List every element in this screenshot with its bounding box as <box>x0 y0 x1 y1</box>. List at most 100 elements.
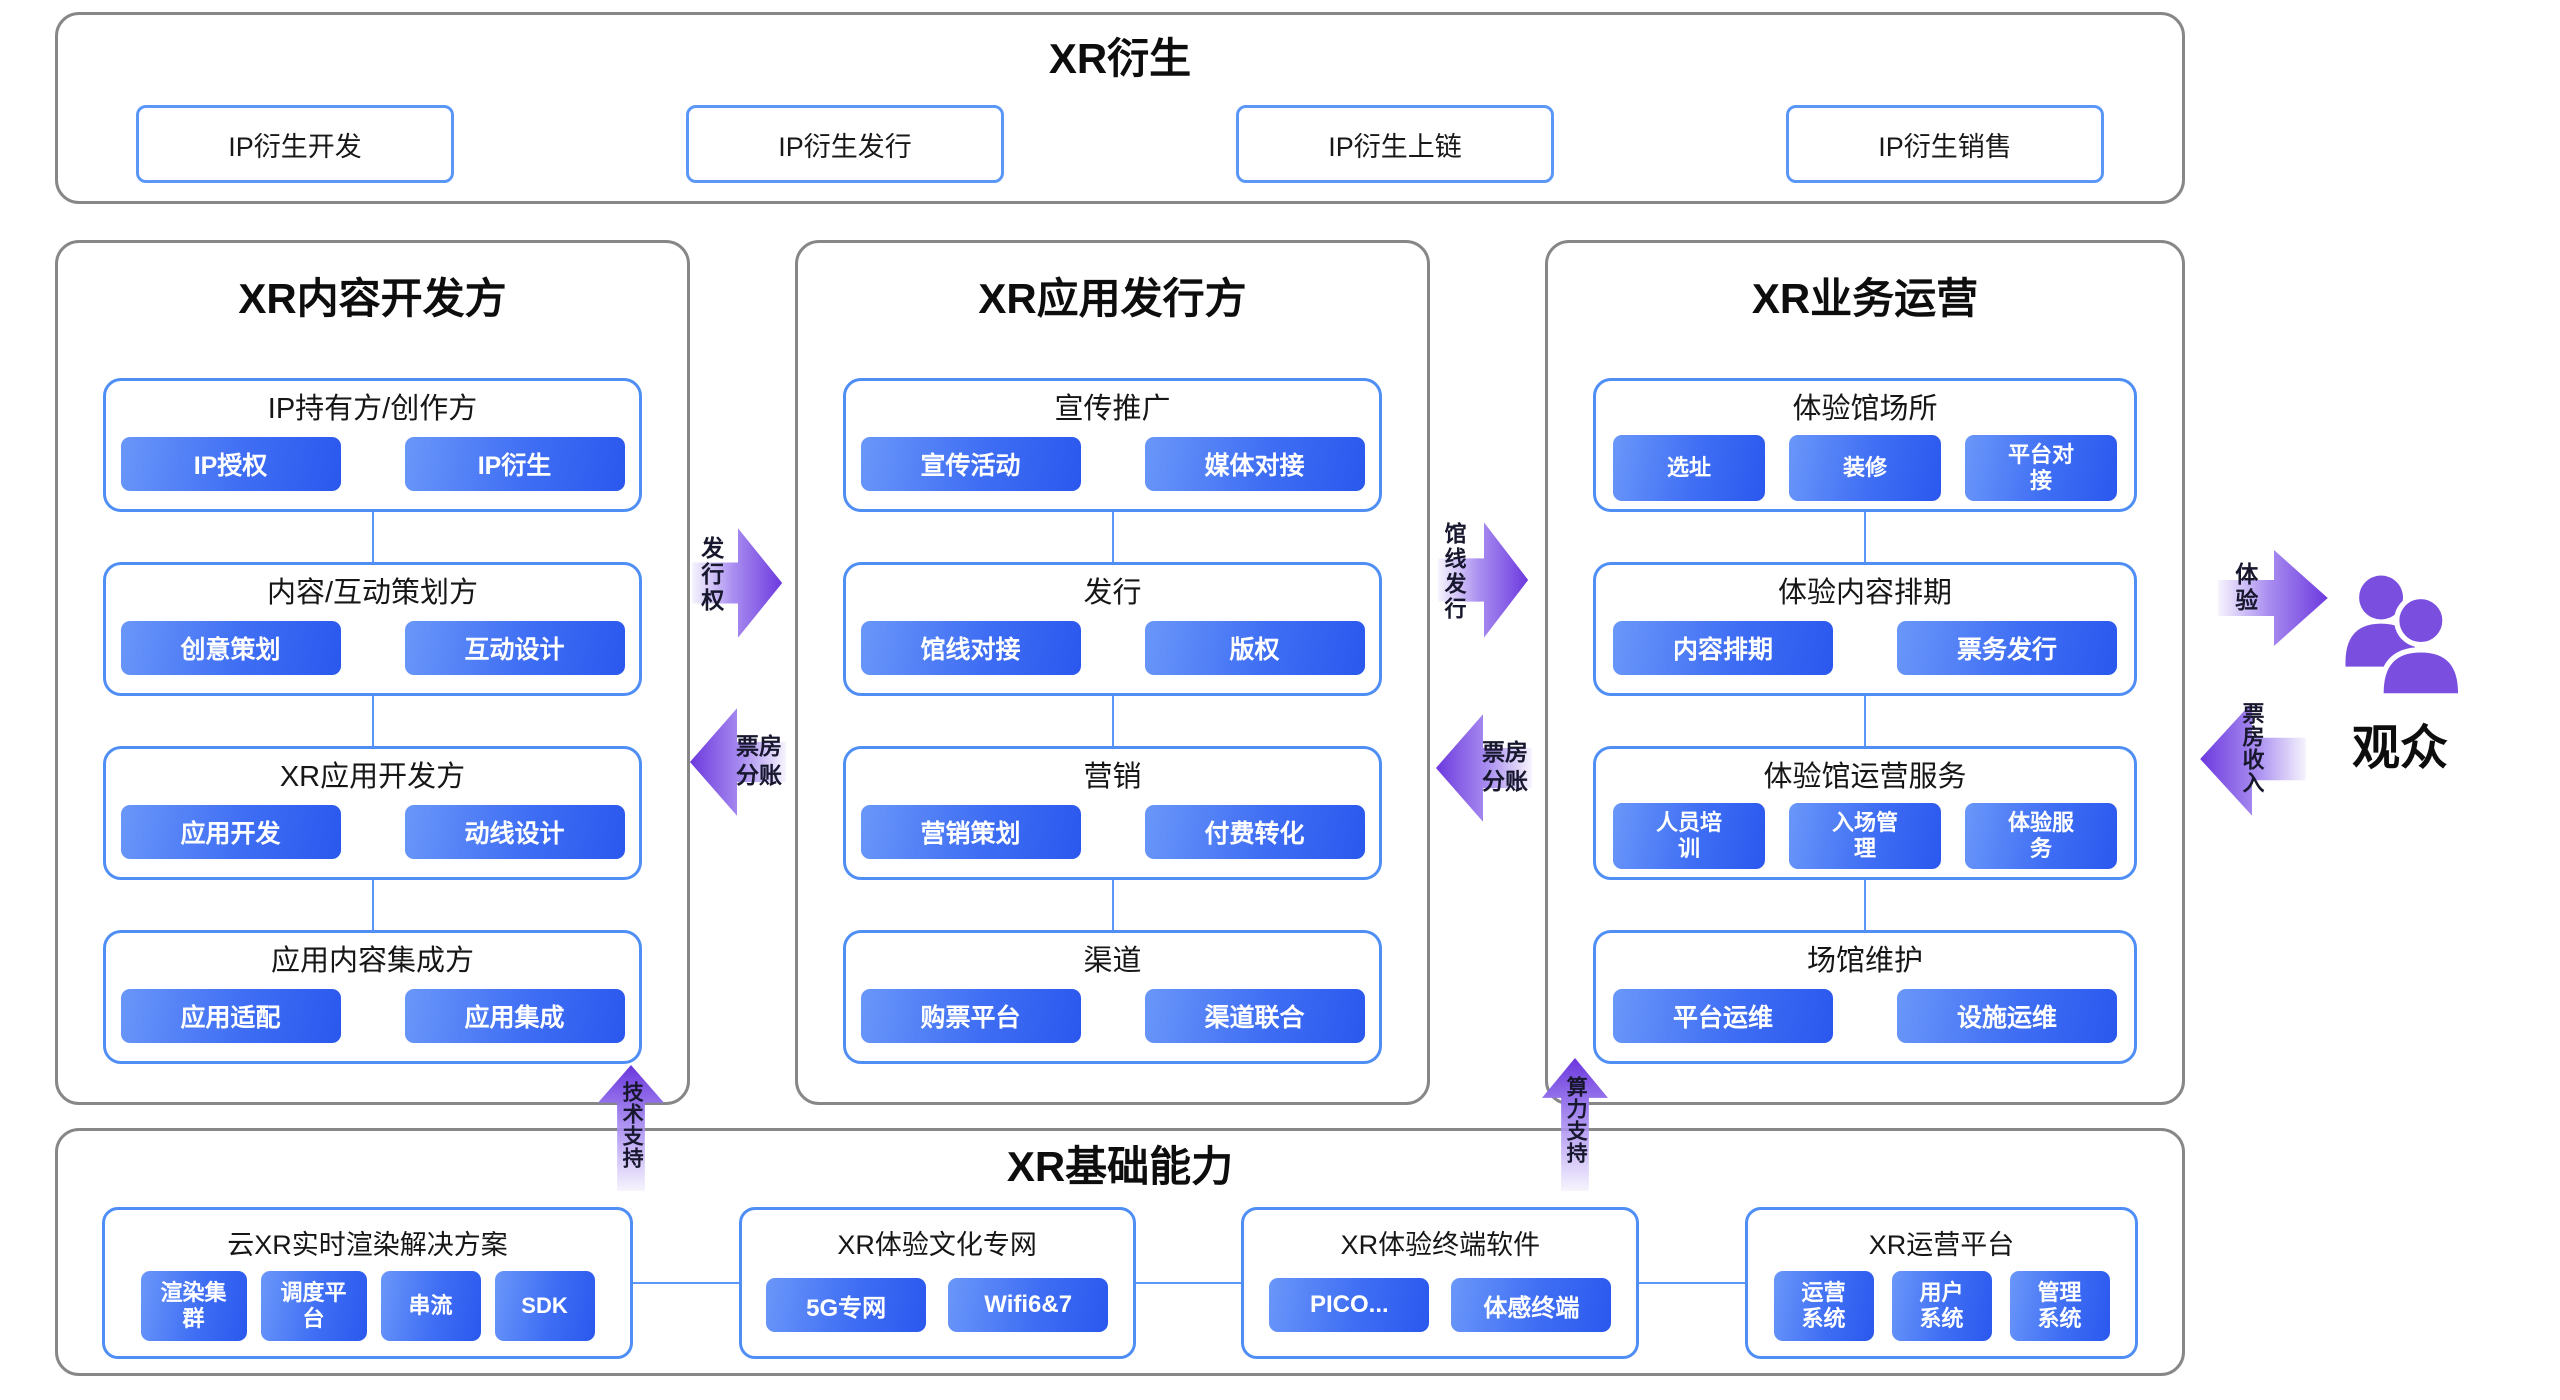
arrow-label: 馆线发行 <box>1441 522 1467 622</box>
business-operation-title: XR业务运营 <box>1751 275 1979 322</box>
chip-promo-activity: 宣传活动 <box>860 436 1081 491</box>
connector-line <box>1111 880 1114 930</box>
box-venue-maintenance: 场馆维护 平台运维 设施运维 <box>1593 930 2137 1064</box>
connector-line <box>1135 1282 1242 1285</box>
box-distribution: 发行 馆线对接 版权 <box>843 562 1382 696</box>
connector-line <box>1864 696 1866 746</box>
chip-sdk: SDK <box>494 1271 595 1342</box>
chip-admission-mgmt: 入场管理 <box>1789 802 1941 869</box>
connector-line <box>371 696 374 746</box>
arrow-tech-support: 技术支持 <box>598 1065 664 1191</box>
box-operation-service: 体验馆运营服务 人员培训 入场管理 体验服务 <box>1593 746 2137 880</box>
chip-streaming: 串流 <box>380 1271 481 1342</box>
box-content-schedule: 体验内容排期 内容排期 票务发行 <box>1593 562 2137 696</box>
arrow-distribution-rights: 发行权 <box>692 526 784 640</box>
chip-content-schedule: 内容排期 <box>1613 620 1833 675</box>
arrow-label: 发行权 <box>697 536 724 614</box>
foundation-box-row: 云XR实时渲染解决方案 渲染集群 调度平台 串流 SDK XR体验文化专网 5G… <box>102 1207 2139 1360</box>
connector-line <box>633 1282 739 1285</box>
box-title: 发行 <box>1083 577 1142 609</box>
box-title: XR体验终端软件 <box>1340 1230 1541 1261</box>
derivative-box-sales: IP衍生销售 <box>1786 105 2104 184</box>
box-channel: 渠道 购票平台 渠道联合 <box>843 930 1382 1064</box>
section-xr-derivatives: XR衍生 IP衍生开发 IP衍生发行 IP衍生上链 IP衍生销售 <box>55 12 2185 204</box>
chip-flow-design: 动线设计 <box>404 804 625 859</box>
box-title: IP持有方/创作方 <box>267 393 478 425</box>
chip-marketing-plan: 营销策划 <box>860 804 1081 859</box>
app-publisher-body: 宣传推广 宣传活动 媒体对接 发行 馆线对接 版权 营销 营销策划 付费转化 渠… <box>843 378 1382 1064</box>
arrow-label: 票房收入 <box>2239 702 2265 794</box>
connector-line <box>1864 880 1866 930</box>
box-title: 营销 <box>1083 761 1142 793</box>
box-ip-holder: IP持有方/创作方 IP授权 IP衍生 <box>103 378 642 512</box>
app-publisher-title: XR应用发行方 <box>978 275 1247 322</box>
connector-line <box>1111 696 1114 746</box>
business-operation-body: 体验馆场所 选址 装修 平台对接 体验内容排期 内容排期 票务发行 体验馆运营服… <box>1593 378 2137 1064</box>
chip-app-integrate: 应用集成 <box>404 988 625 1043</box>
connector-line <box>1864 512 1866 562</box>
chip-5g-network: 5G专网 <box>766 1278 927 1333</box>
chip-creative-planning: 创意策划 <box>120 620 341 675</box>
arrow-label: 体验 <box>2231 562 2258 614</box>
arrow-label: 票房分账 <box>1482 739 1528 794</box>
section-app-publisher: XR应用发行方 宣传推广 宣传活动 媒体对接 发行 馆线对接 版权 营销 营销策… <box>795 240 1430 1105</box>
audience-label: 观众 <box>2351 722 2448 775</box>
box-title: XR运营平台 <box>1868 1230 2015 1261</box>
section-content-developer: XR内容开发方 IP持有方/创作方 IP授权 IP衍生 内容/互动策划方 创意策… <box>55 240 690 1105</box>
arrow-label: 票房分账 <box>736 733 782 788</box>
chip-pico: PICO... <box>1269 1278 1430 1333</box>
arrow-venue-distribution: 馆线发行 <box>1438 520 1530 640</box>
connector-line <box>1111 512 1114 562</box>
arrow-box-office-revenue: 票房收入 <box>2198 700 2306 818</box>
box-title: 体验馆场所 <box>1792 393 1938 425</box>
chip-ip-derivative: IP衍生 <box>404 436 625 491</box>
box-app-integration: 应用内容集成方 应用适配 应用集成 <box>103 930 642 1064</box>
chip-media-connect: 媒体对接 <box>1144 436 1365 491</box>
derivative-box-develop: IP衍生开发 <box>136 105 454 184</box>
box-title: 场馆维护 <box>1806 945 1923 977</box>
chip-wifi: Wifi6&7 <box>948 1278 1109 1333</box>
box-cloud-render: 云XR实时渲染解决方案 渲染集群 调度平台 串流 SDK <box>102 1207 633 1360</box>
section-xr-foundation: XR基础能力 云XR实时渲染解决方案 渲染集群 调度平台 串流 SDK XR体验… <box>55 1128 2185 1376</box>
chip-site-selection: 选址 <box>1613 434 1765 501</box>
box-title: XR应用开发方 <box>279 761 466 793</box>
chip-app-adapt: 应用适配 <box>120 988 341 1043</box>
box-content-planning: 内容/互动策划方 创意策划 互动设计 <box>103 562 642 696</box>
box-promotion: 宣传推广 宣传活动 媒体对接 <box>843 378 1382 512</box>
connector-line <box>371 880 374 930</box>
chip-platform-ops: 平台运维 <box>1613 988 1833 1043</box>
box-title: 云XR实时渲染解决方案 <box>227 1230 508 1261</box>
arrow-label: 算力支持 <box>1564 1076 1588 1164</box>
chip-user-system: 用户系统 <box>1891 1271 1992 1342</box>
chip-render-cluster: 渲染集群 <box>140 1271 247 1342</box>
box-title: 宣传推广 <box>1054 393 1171 425</box>
arrow-box-office-split-2: 票房分账 <box>1434 712 1532 824</box>
chip-platform-connect: 平台对接 <box>1965 434 2117 501</box>
box-title: 内容/互动策划方 <box>266 577 479 609</box>
chip-management-system: 管理系统 <box>2009 1271 2110 1342</box>
chip-copyright: 版权 <box>1144 620 1365 675</box>
chip-facility-ops: 设施运维 <box>1897 988 2117 1043</box>
chip-ticket-issue: 票务发行 <box>1897 620 2117 675</box>
derivative-box-onchain: IP衍生上链 <box>1236 105 1554 184</box>
chip-experience-service: 体验服务 <box>1965 802 2117 869</box>
chip-ticket-platform: 购票平台 <box>860 988 1081 1043</box>
chip-operation-system: 运营系统 <box>1773 1271 1874 1342</box>
chip-decoration: 装修 <box>1789 434 1941 501</box>
chip-paid-conversion: 付费转化 <box>1144 804 1365 859</box>
arrow-experience: 体验 <box>2218 548 2330 648</box>
box-title: 体验内容排期 <box>1777 577 1952 609</box>
box-culture-network: XR体验文化专网 5G专网 Wifi6&7 <box>738 1207 1136 1360</box>
arrow-computing-support: 算力支持 <box>1542 1058 1608 1191</box>
content-developer-body: IP持有方/创作方 IP授权 IP衍生 内容/互动策划方 创意策划 互动设计 X… <box>103 378 642 1064</box>
box-terminal-software: XR体验终端软件 PICO... 体感终端 <box>1241 1207 1640 1360</box>
box-title: XR体验文化专网 <box>837 1230 1037 1261</box>
connector-line <box>371 512 374 562</box>
chip-ip-license: IP授权 <box>120 436 341 491</box>
box-title: 渠道 <box>1083 945 1142 977</box>
content-developer-title: XR内容开发方 <box>238 275 507 322</box>
section-business-operation: XR业务运营 体验馆场所 选址 装修 平台对接 体验内容排期 内容排期 票务发行… <box>1545 240 2185 1105</box>
chip-venue-connect: 馆线对接 <box>860 620 1081 675</box>
box-marketing: 营销 营销策划 付费转化 <box>843 746 1382 880</box>
arrow-box-office-split-1: 票房分账 <box>688 706 786 818</box>
